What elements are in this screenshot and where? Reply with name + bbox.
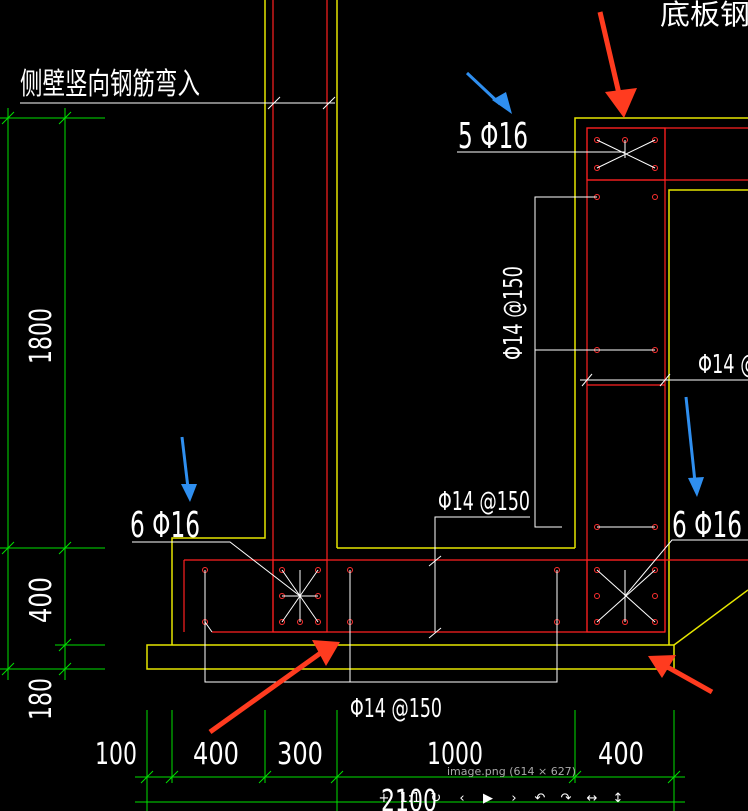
rebar-lines [183,0,748,633]
dim-400-a: 400 [193,737,239,772]
red-arrow-bottom-left [208,640,340,735]
corner-top-right-label: 5 Φ16 [458,116,528,157]
red-arrow-top [597,11,637,118]
image-info-caption: image.png (614 × 627) [447,765,576,778]
bottom-plate-bar-label: 底板钢筋 [660,0,748,31]
blue-arrow-left [180,436,197,502]
wall-vertical-bar-label: 侧壁竖向钢筋弯入 [20,67,200,102]
prev-icon[interactable]: ‹ [459,790,465,806]
dim-400-b: 400 [598,737,644,772]
flip-horizontal-icon[interactable]: ↔ [586,790,598,806]
flip-vertical-icon[interactable]: ↕ [612,790,624,806]
rotate-left-icon[interactable]: ↶ [534,790,546,806]
blue-arrow-right [684,396,704,497]
corner-left-label: 6 Φ16 [130,505,200,546]
next-icon[interactable]: › [511,790,517,806]
dim-100: 100 [95,737,137,772]
zoom-in-icon[interactable]: + [378,790,390,806]
dim-2100: 2100 [381,784,437,811]
stirrup-right-label: Φ14 @ [698,350,748,380]
dim-1000: 1000 [427,737,483,772]
corner-right-label: 6 Φ16 [672,505,742,546]
reset-icon[interactable]: ↻ [430,790,442,806]
red-arrow-bottom-right [648,655,714,695]
concrete-outline [146,0,748,670]
play-icon[interactable]: ▶ [483,790,493,806]
annotation-lines [20,96,748,683]
actual-size-icon[interactable]: 1:1 [399,790,421,806]
dimension-lines [0,108,685,811]
blue-arrow-top [465,71,512,114]
dim-400-left: 400 [24,577,59,623]
dim-300: 300 [277,737,323,772]
stirrup-mid-label: Φ14 @150 [438,487,530,517]
rotate-right-icon[interactable]: ↷ [560,790,572,806]
stirrup-vertical-label: Φ14 @150 [499,266,529,360]
dim-180: 180 [24,678,59,720]
image-viewer-toolbar: + 1:1 ↻ ‹ ▶ › ↶ ↷ ↔ ↕ [372,786,662,810]
rebar-dots [202,137,658,625]
dim-1800: 1800 [24,308,59,364]
stirrup-bottom-label: Φ14 @150 [350,694,442,724]
